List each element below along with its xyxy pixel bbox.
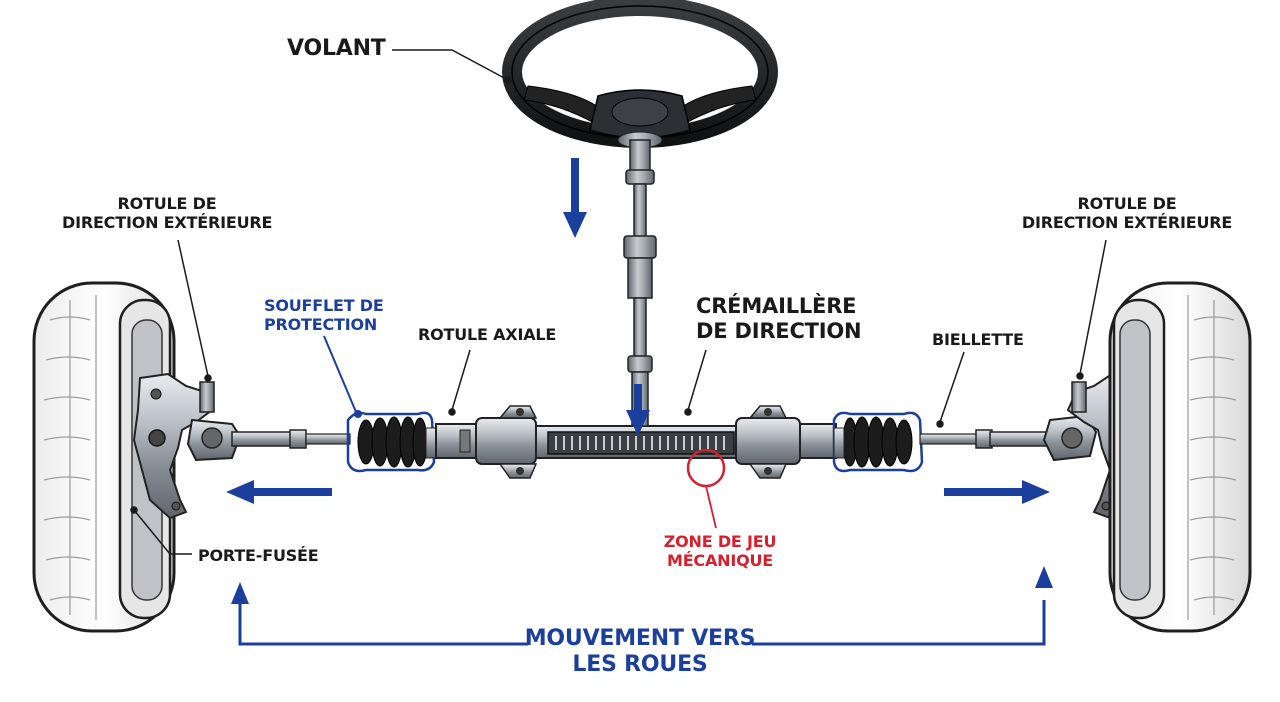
label-porte-fusee: PORTE-FUSÉE	[198, 546, 319, 565]
arrow-up-icon	[231, 582, 249, 604]
label-zone-jeu: ZONE DE JEU MÉCANIQUE	[663, 532, 777, 571]
label-rotule-exterieure-right: ROTULE DE DIRECTION EXTÉRIEURE	[1021, 194, 1233, 233]
arrow-left-icon	[226, 480, 332, 504]
label-mouvement: MOUVEMENT VERS LES ROUES	[524, 626, 756, 678]
arrow-up-icon	[1035, 566, 1053, 588]
right-protective-boot	[832, 411, 924, 473]
boot-leader-line	[323, 335, 362, 418]
steering-wheel-icon	[502, 0, 778, 149]
arrow-down-icon	[626, 384, 650, 436]
right-wheel	[1108, 281, 1252, 633]
right-outer-tie-rod-end	[919, 414, 1098, 462]
movement-bracket	[231, 566, 1053, 646]
label-rotule-exterieure-left: ROTULE DE DIRECTION EXTÉRIEURE	[62, 194, 273, 233]
label-biellette: BIELLETTE	[932, 330, 1024, 349]
steering-column	[623, 139, 657, 427]
arrow-down-icon	[563, 158, 587, 238]
left-outer-tie-rod-end	[186, 418, 351, 462]
label-rotule-axiale: ROTULE AXIALE	[418, 325, 557, 344]
steering-rack-housing	[435, 405, 837, 479]
leader-lines	[130, 49, 1107, 555]
arrow-right-icon	[944, 480, 1050, 504]
left-protective-boot	[346, 411, 437, 473]
label-volant: VOLANT	[287, 36, 386, 61]
label-soufflet: SOUFFLET DE PROTECTION	[264, 296, 384, 335]
label-cremaillere: CRÉMAILLÈRE DE DIRECTION	[696, 294, 862, 344]
left-steering-knuckle	[132, 372, 215, 520]
play-zone-leader-line	[705, 485, 717, 529]
